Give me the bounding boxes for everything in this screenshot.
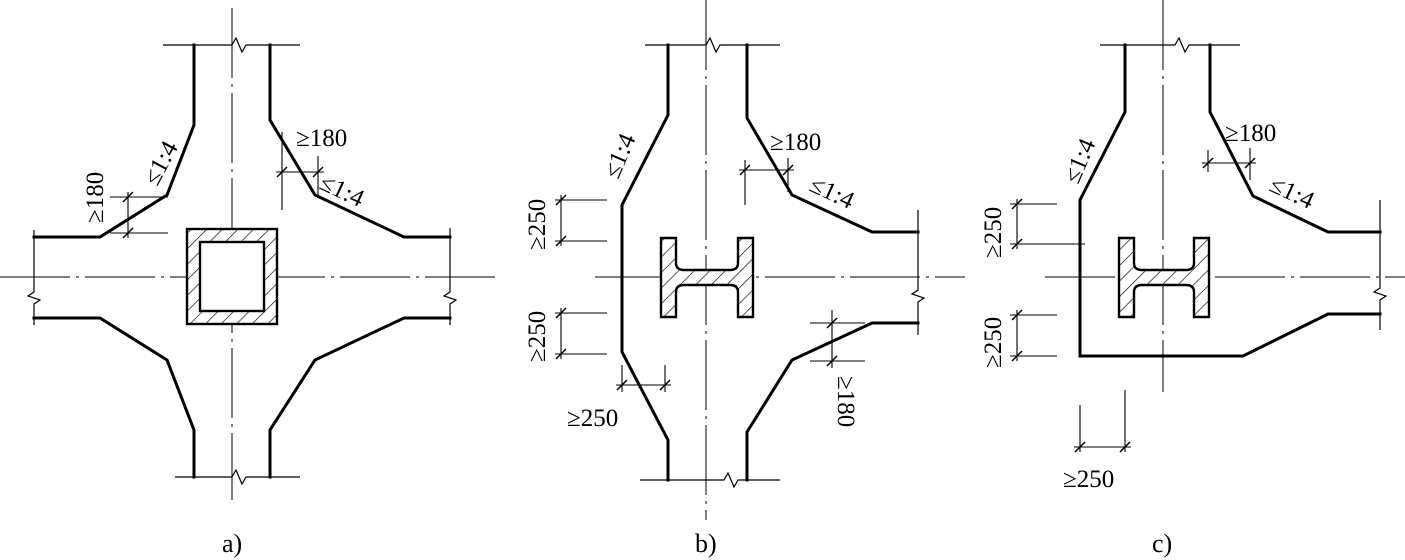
dim-bottom: [1074, 390, 1131, 453]
figure-b: ≥250 ≥250 ≥250 ≤1:4 ≥180 ≤1:4: [524, 0, 965, 558]
break-lines: [640, 36, 926, 489]
joint-outline-lower-right: [268, 316, 452, 479]
label-dim-right-top: ≥180: [1225, 120, 1276, 147]
dim-upper-left: [1010, 198, 1085, 250]
joint-outline-upper-right: [268, 43, 452, 239]
dim-right-top: [739, 158, 794, 205]
dim-lower-left: [555, 307, 607, 360]
label-dim-right-top: ≥180: [770, 129, 821, 156]
caption-b: b): [695, 529, 717, 558]
break-lines: [26, 36, 458, 486]
label-dim-right-bottom: ≥180: [832, 376, 859, 427]
label-dim-lower-left: ≥250: [980, 317, 1007, 368]
label-slope-left: ≤1:4: [599, 129, 642, 182]
figure-c: ≥250 ≥250 ≥250 ≤1:4 ≥180 ≤1:4 c): [980, 0, 1405, 558]
break-lines: [1100, 36, 1388, 330]
label-dim-left-vertical: ≥180: [82, 172, 109, 223]
joint-outline-upper-right: [745, 43, 920, 234]
label-dim-right-top: ≥180: [296, 125, 347, 152]
label-dim-lower-left: ≥250: [524, 311, 551, 362]
label-dim-upper-left: ≥250: [524, 199, 551, 250]
dim-bottom-left: [616, 365, 671, 392]
dim-lower-left: [1010, 309, 1057, 362]
dim-right-top: [1202, 148, 1256, 180]
label-dim-bottom-left: ≥250: [567, 405, 618, 432]
figure-a: ≥180 ≤1:4 ≥180 ≤1:4 a): [0, 8, 500, 558]
label-dim-bottom: ≥250: [1063, 466, 1114, 493]
dim-left-vertical: [110, 191, 168, 239]
joint-outline-upper-right: [1208, 43, 1382, 234]
label-slope-right: ≤1:4: [805, 171, 858, 215]
label-slope-left: ≤1:4: [1059, 134, 1102, 187]
caption-c: c): [1152, 529, 1172, 558]
label-slope-left: ≤1:4: [138, 136, 184, 189]
h-section: [1117, 236, 1211, 319]
joint-outline-lower-right: [745, 321, 920, 482]
dim-upper-left: [555, 194, 607, 247]
dim-right-top: [276, 132, 324, 210]
joint-outline-left: [620, 43, 670, 482]
joint-outline-left-bottom: [1078, 43, 1382, 358]
h-section: [659, 236, 755, 319]
joint-outline-upper-left: [32, 43, 196, 239]
box-section: [185, 227, 279, 326]
caption-a: a): [222, 529, 242, 558]
label-slope-right: ≤1:4: [1265, 171, 1318, 215]
dim-right-bottom: [810, 310, 865, 368]
joint-outline-lower-left: [32, 316, 196, 479]
label-dim-upper-left: ≥250: [980, 207, 1007, 258]
